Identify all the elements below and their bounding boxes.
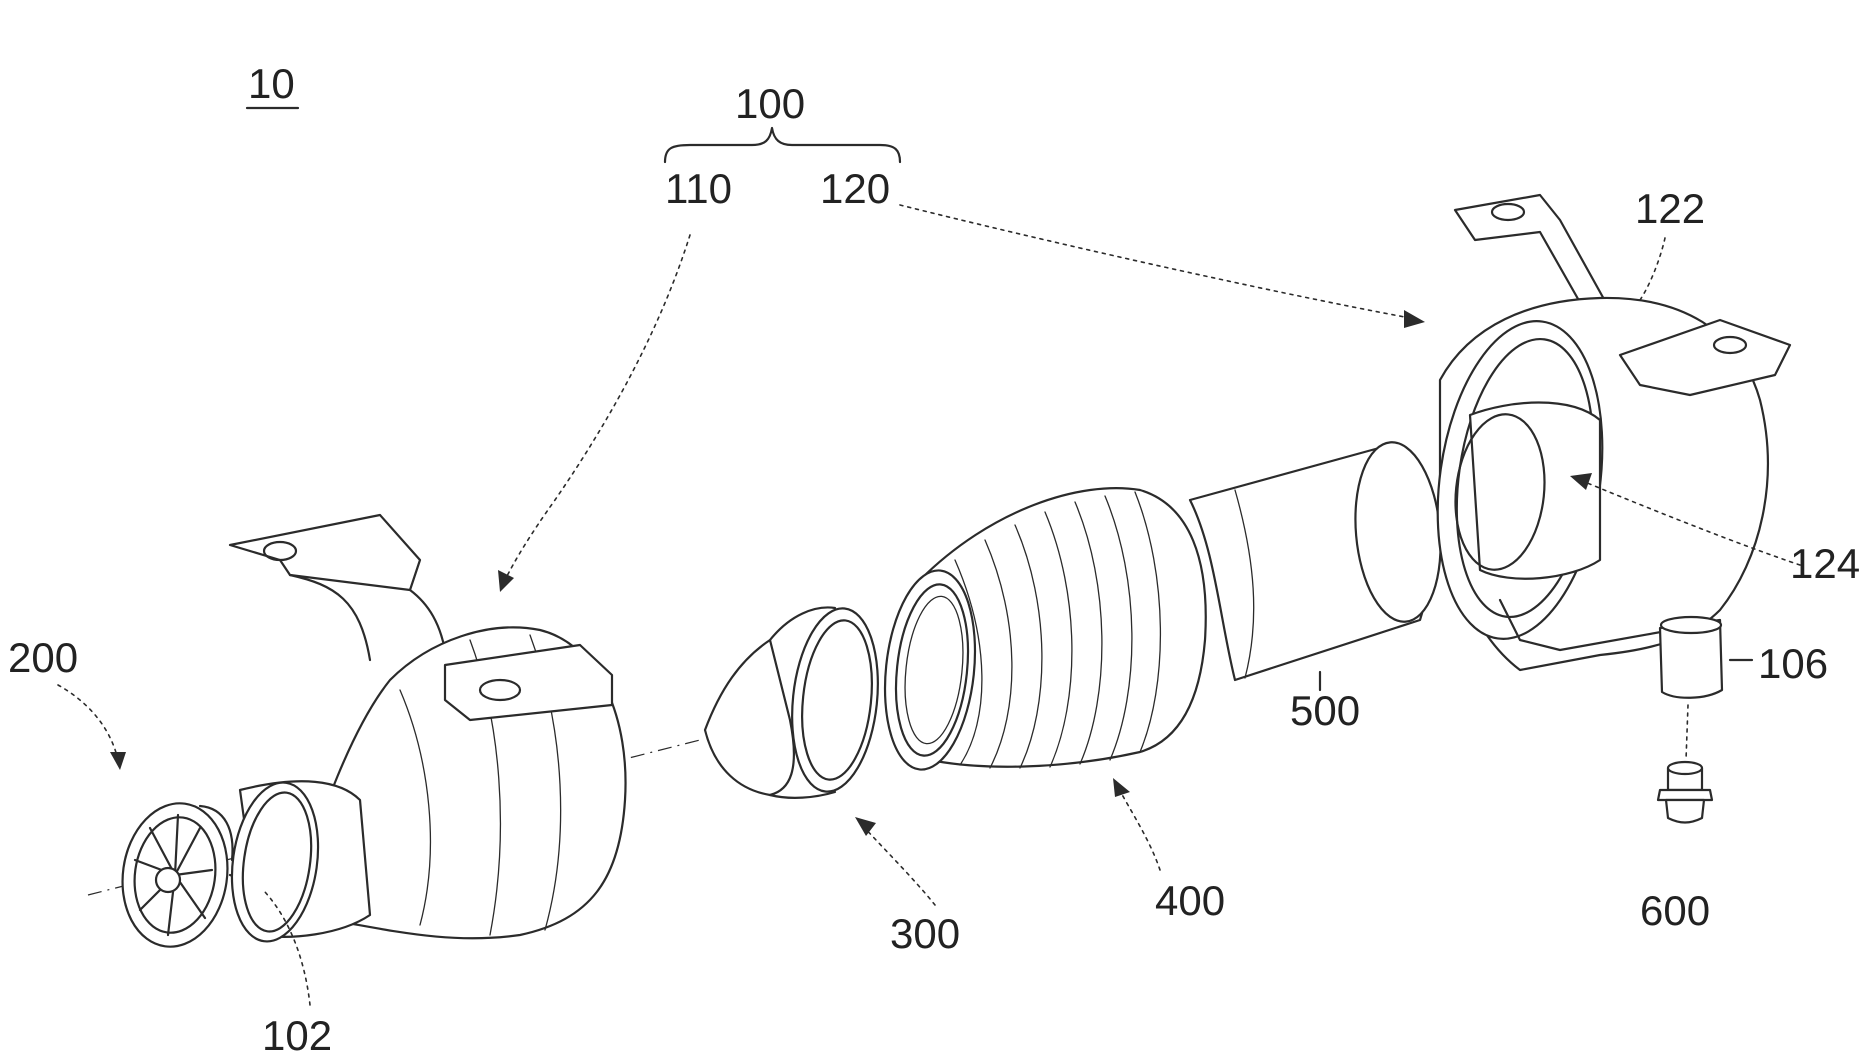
label-122: 122	[1635, 185, 1705, 232]
leader-120	[900, 205, 1410, 318]
label-600: 600	[1640, 887, 1710, 934]
label-106: 106	[1758, 640, 1828, 687]
plug-600	[1658, 705, 1712, 823]
rear-housing-120	[1419, 195, 1790, 698]
front-housing-110	[222, 515, 625, 947]
tube-500	[1190, 439, 1448, 680]
label-120: 120	[820, 165, 890, 212]
bellows-400	[876, 488, 1206, 774]
leader-122	[1640, 238, 1665, 300]
leader-110	[505, 235, 690, 580]
cone-300	[705, 604, 886, 798]
label-10: 10	[248, 60, 295, 107]
label-124: 124	[1790, 540, 1860, 587]
leader-200	[58, 685, 118, 760]
label-500: 500	[1290, 687, 1360, 734]
label-300: 300	[890, 910, 960, 957]
label-110: 110	[665, 165, 732, 212]
leader-300	[862, 825, 935, 905]
label-102: 102	[262, 1012, 332, 1059]
label-100: 100	[735, 80, 805, 127]
label-200: 200	[8, 634, 78, 681]
leader-400	[1118, 787, 1160, 870]
group-bracket-100	[665, 128, 900, 162]
label-400: 400	[1155, 877, 1225, 924]
